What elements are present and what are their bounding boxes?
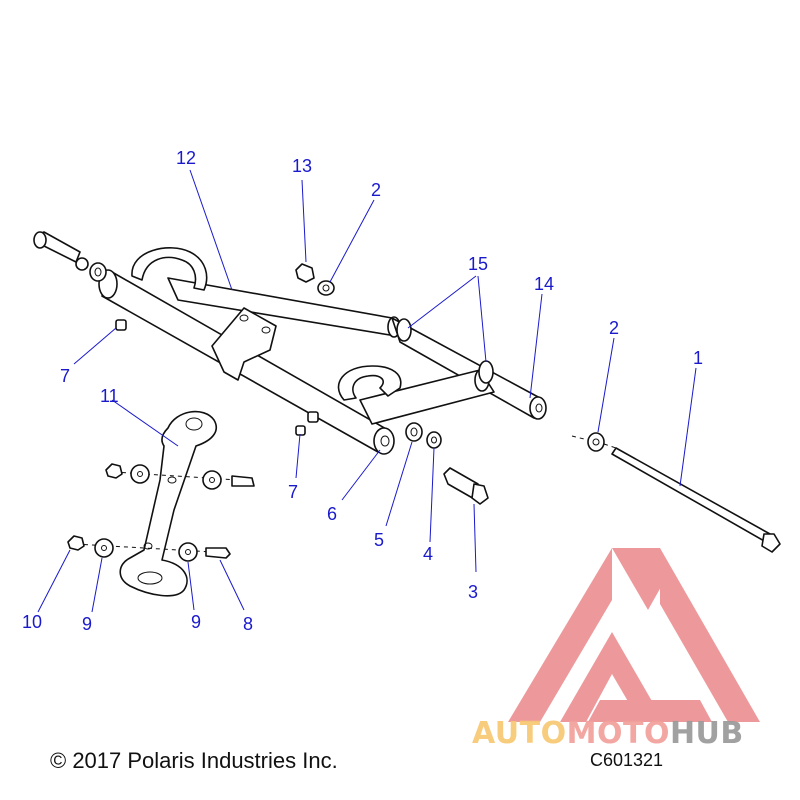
callout-7-lower: 7 bbox=[288, 482, 298, 502]
left-washer-b bbox=[89, 262, 107, 282]
watermark-part-hub: HUB bbox=[669, 716, 744, 751]
lower-cross-arm bbox=[359, 369, 495, 425]
copyright-notice: © 2017 Polaris Industries Inc. bbox=[50, 748, 338, 773]
nut-13 bbox=[295, 263, 315, 283]
grease-fitting-7a bbox=[115, 319, 127, 331]
bushing-15-upper bbox=[396, 318, 412, 342]
link-upper-bolt bbox=[231, 475, 255, 487]
leader-lines bbox=[37, 169, 697, 613]
callout-2-right: 2 bbox=[609, 318, 619, 338]
nut-10 bbox=[67, 535, 85, 551]
washer-9-right bbox=[178, 542, 198, 562]
watermark-part-moto: MOTO bbox=[566, 716, 670, 751]
watermark-logo-icon bbox=[508, 548, 760, 722]
callout-8: 8 bbox=[243, 614, 253, 634]
callout-12: 12 bbox=[176, 148, 196, 168]
callout-6: 6 bbox=[327, 504, 337, 524]
watermark-part-auto: AUTO bbox=[472, 716, 567, 751]
mount-bracket bbox=[211, 307, 277, 381]
left-washer-a bbox=[75, 257, 89, 271]
callout-14: 14 bbox=[534, 274, 554, 294]
callout-9-left: 9 bbox=[82, 614, 92, 634]
washer-2-upper bbox=[317, 280, 335, 296]
watermark-text: AUTOMOTOHUB bbox=[472, 716, 744, 751]
diagram-code: C601321 bbox=[590, 750, 664, 770]
link-arm-11 bbox=[119, 410, 218, 597]
callout-10: 10 bbox=[22, 612, 42, 632]
bolt-3 bbox=[443, 467, 489, 505]
long-bolt-1 bbox=[611, 447, 781, 553]
grease-fitting-7b bbox=[295, 411, 319, 436]
link-upper-nut bbox=[105, 463, 123, 479]
bolt-8 bbox=[205, 547, 231, 559]
washer-9-left bbox=[94, 538, 114, 558]
callout-13: 13 bbox=[292, 156, 312, 176]
washer-2-right bbox=[587, 432, 605, 452]
callout-11: 11 bbox=[100, 386, 119, 406]
link-upper-washer-a bbox=[130, 464, 150, 484]
callout-2-upper: 2 bbox=[371, 180, 381, 200]
callout-3: 3 bbox=[468, 582, 478, 602]
loop-handle-lower bbox=[337, 365, 402, 401]
washer-5 bbox=[405, 422, 423, 442]
callout-5: 5 bbox=[374, 530, 384, 550]
callout-4: 4 bbox=[423, 544, 433, 564]
callout-9-right: 9 bbox=[191, 612, 201, 632]
callout-7-left: 7 bbox=[60, 366, 70, 386]
washer-4 bbox=[426, 431, 442, 449]
loop-handle-upper bbox=[131, 247, 208, 291]
callout-1: 1 bbox=[693, 348, 703, 368]
link-upper-washer-b bbox=[202, 470, 222, 490]
left-bolt bbox=[33, 231, 81, 263]
bushing-15-lower bbox=[478, 360, 494, 384]
callout-15: 15 bbox=[468, 254, 488, 274]
